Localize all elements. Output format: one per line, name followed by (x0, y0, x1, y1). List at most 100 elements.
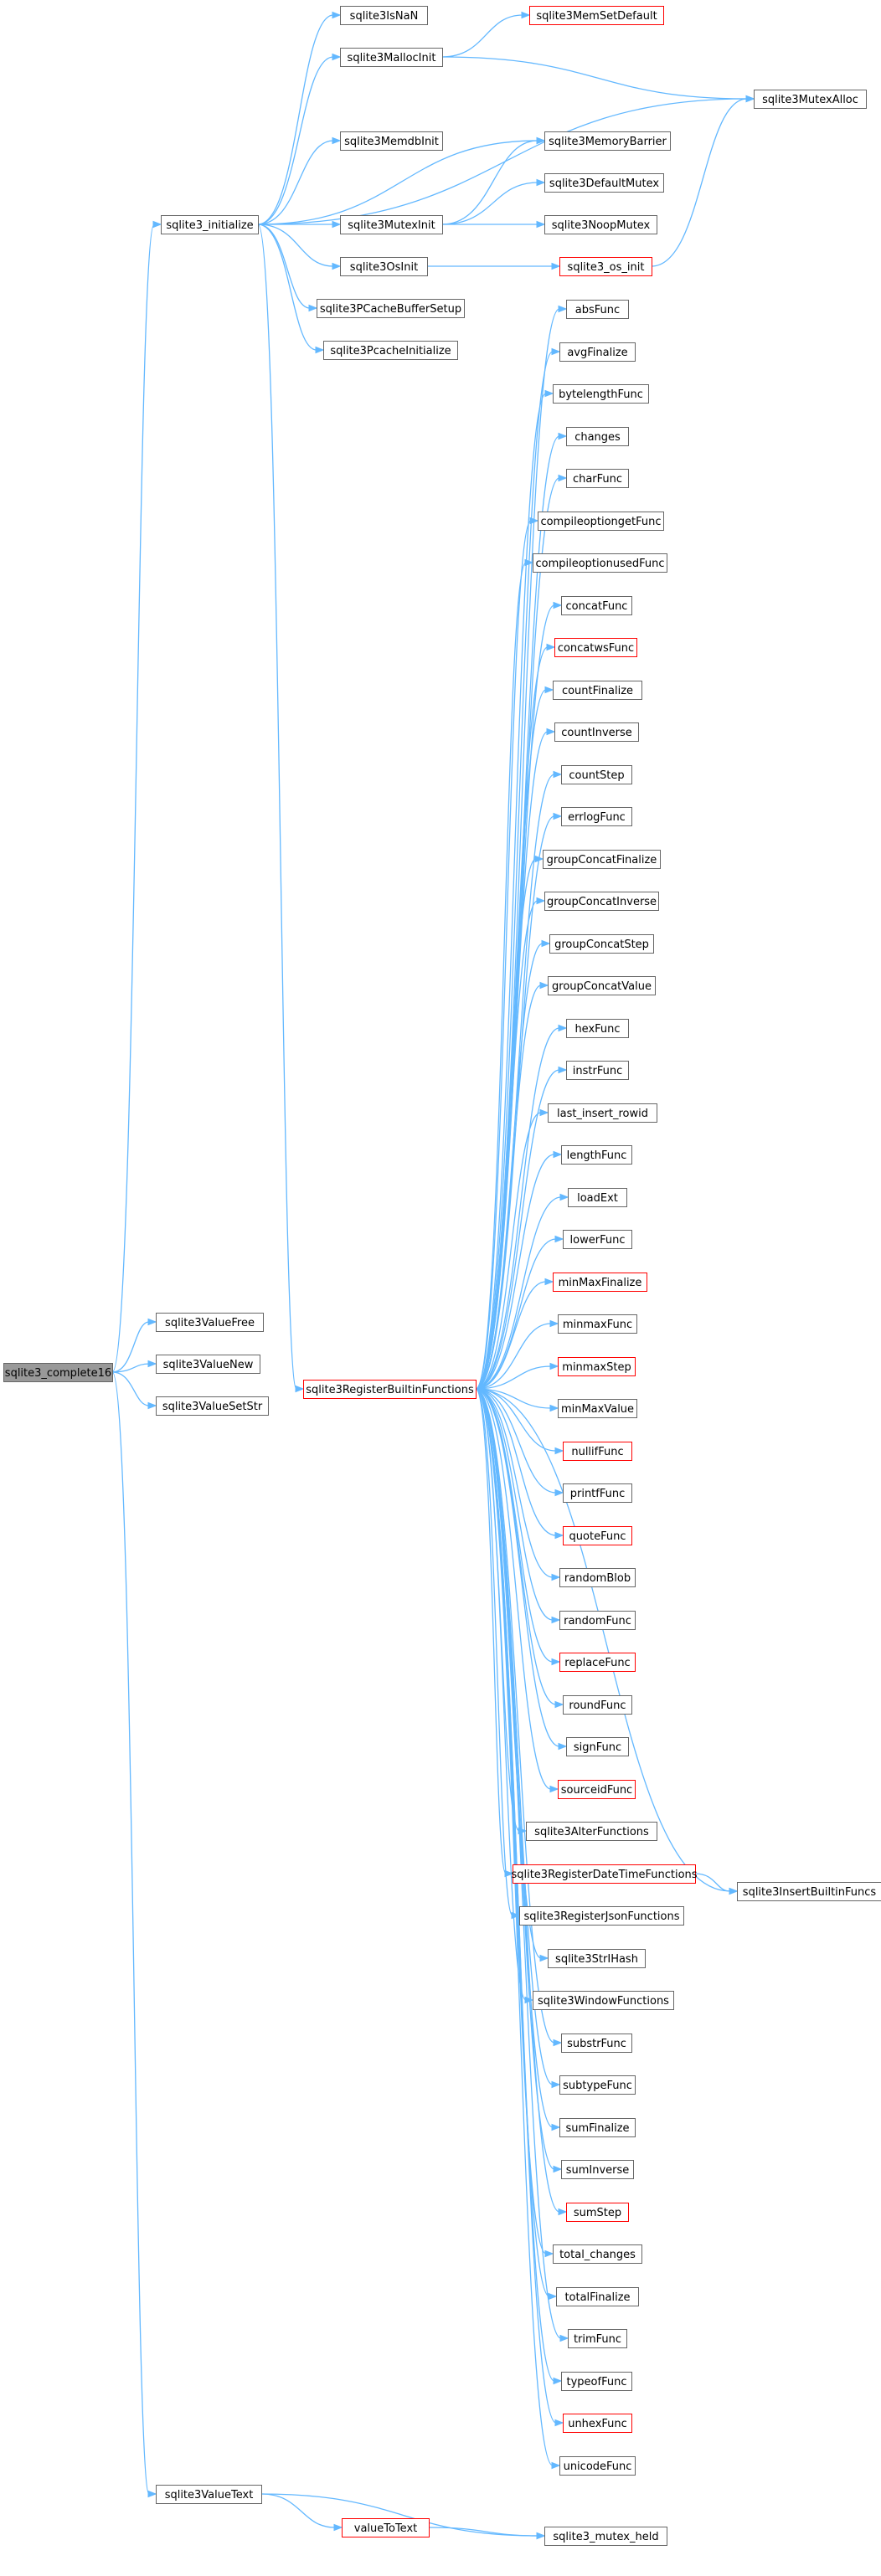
node-countInverse[interactable]: countInverse (554, 722, 639, 742)
node-sqlite3PcacheInitialize[interactable]: sqlite3PcacheInitialize (323, 341, 458, 360)
edge-sqlite3_initialize-to-sqlite3OsInit (257, 224, 334, 267)
arrowhead-sqlite3RegisterBuiltinFunctions-to-minmaxFunc (549, 1319, 559, 1328)
node-sqlite3MutexAlloc[interactable]: sqlite3MutexAlloc (754, 90, 867, 109)
node-sqlite3InsertBuiltinFuncs[interactable]: sqlite3InsertBuiltinFuncs (737, 1882, 881, 1901)
node-sqlite3DefaultMutex[interactable]: sqlite3DefaultMutex (544, 173, 664, 193)
node-sourceidFunc[interactable]: sourceidFunc (558, 1780, 636, 1799)
node-avgFinalize[interactable]: avgFinalize (559, 342, 636, 362)
node-sqlite3PCacheBufferSetup[interactable]: sqlite3PCacheBufferSetup (317, 299, 465, 318)
node-label: sqlite3StrIHash (555, 1953, 638, 1966)
node-typeofFunc[interactable]: typeofFunc (561, 2372, 632, 2391)
node-randomBlob[interactable]: randomBlob (559, 1568, 636, 1587)
node-sumInverse[interactable]: sumInverse (561, 2160, 634, 2179)
node-box (323, 341, 458, 360)
node-sqlite3MallocInit[interactable]: sqlite3MallocInit (340, 48, 443, 67)
node-sqlite3_complete16[interactable]: sqlite3_complete16 (3, 1363, 113, 1382)
node-minMaxValue[interactable]: minMaxValue (558, 1399, 637, 1418)
node-concatwsFunc[interactable]: concatwsFunc (554, 638, 637, 657)
node-unicodeFunc[interactable]: unicodeFunc (559, 2456, 636, 2476)
node-sqlite3_os_init[interactable]: sqlite3_os_init (559, 257, 652, 276)
node-sqlite3ValueNew[interactable]: sqlite3ValueNew (156, 1355, 260, 1374)
node-sqlite3RegisterJsonFunctions[interactable]: sqlite3RegisterJsonFunctions (519, 1906, 684, 1926)
node-last_insert_rowid[interactable]: last_insert_rowid (548, 1103, 657, 1123)
node-groupConcatValue[interactable]: groupConcatValue (548, 976, 656, 995)
node-label: compileoptionusedFunc (535, 558, 664, 570)
node-sqlite3ValueText[interactable]: sqlite3ValueText (156, 2485, 262, 2504)
node-sqlite3NoopMutex[interactable]: sqlite3NoopMutex (544, 215, 657, 234)
node-subtypeFunc[interactable]: subtypeFunc (559, 2075, 636, 2095)
node-sqlite3MemSetDefault[interactable]: sqlite3MemSetDefault (529, 6, 664, 25)
node-roundFunc[interactable]: roundFunc (563, 1695, 632, 1715)
node-sqlite3_mutex_held[interactable]: sqlite3_mutex_held (544, 2527, 667, 2546)
node-errlogFunc[interactable]: errlogFunc (561, 807, 632, 826)
node-lengthFunc[interactable]: lengthFunc (561, 1145, 632, 1165)
node-unhexFunc[interactable]: unhexFunc (563, 2414, 632, 2433)
node-minmaxStep[interactable]: minmaxStep (558, 1357, 636, 1376)
node-absFunc[interactable]: absFunc (566, 300, 629, 319)
node-randomFunc[interactable]: randomFunc (559, 1611, 636, 1630)
edge-sqlite3RegisterBuiltinFunctions-to-totalFinalize (475, 1388, 550, 2297)
node-lowerFunc[interactable]: lowerFunc (563, 1230, 632, 1249)
edge-sqlite3RegisterBuiltinFunctions-to-minmaxStep (475, 1365, 552, 1390)
node-concatFunc[interactable]: concatFunc (561, 596, 632, 615)
node-groupConcatStep[interactable]: groupConcatStep (549, 934, 654, 954)
node-hexFunc[interactable]: hexFunc (566, 1019, 629, 1038)
node-bytelengthFunc[interactable]: bytelengthFunc (553, 384, 649, 404)
node-sqlite3StrIHash[interactable]: sqlite3StrIHash (548, 1949, 646, 1968)
node-replaceFunc[interactable]: replaceFunc (559, 1653, 636, 1672)
node-compileoptiongetFunc[interactable]: compileoptiongetFunc (538, 512, 664, 531)
node-trimFunc[interactable]: trimFunc (568, 2329, 627, 2348)
arrowhead-sqlite3RegisterBuiltinFunctions-to-minMaxValue (549, 1404, 559, 1412)
node-label: sqlite3WindowFunctions (538, 1995, 669, 2008)
node-substrFunc[interactable]: substrFunc (561, 2034, 632, 2053)
node-groupConcatInverse[interactable]: groupConcatInverse (544, 892, 659, 911)
node-groupConcatFinalize[interactable]: groupConcatFinalize (543, 850, 661, 869)
node-quoteFunc[interactable]: quoteFunc (563, 1526, 632, 1545)
node-sqlite3WindowFunctions[interactable]: sqlite3WindowFunctions (533, 1991, 674, 2010)
node-sqlite3RegisterBuiltinFunctions[interactable]: sqlite3RegisterBuiltinFunctions (303, 1380, 477, 1399)
node-nullifFunc[interactable]: nullifFunc (563, 1442, 632, 1461)
node-countStep[interactable]: countStep (561, 765, 632, 784)
edge-sqlite3_complete16-to-sqlite3ValueSetStr (111, 1371, 150, 1406)
node-box (340, 48, 443, 67)
node-sqlite3MemoryBarrier[interactable]: sqlite3MemoryBarrier (544, 131, 671, 151)
node-sqlite3AlterFunctions[interactable]: sqlite3AlterFunctions (526, 1822, 657, 1841)
arrowhead-sqlite3RegisterBuiltinFunctions-to-charFunc (558, 474, 568, 482)
node-compileoptionusedFunc[interactable]: compileoptionusedFunc (533, 553, 667, 573)
node-minmaxFunc[interactable]: minmaxFunc (558, 1314, 637, 1334)
node-instrFunc[interactable]: instrFunc (566, 1061, 629, 1080)
node-total_changes[interactable]: total_changes (553, 2244, 642, 2264)
node-sqlite3IsNaN[interactable]: sqlite3IsNaN (340, 6, 428, 25)
node-box (754, 90, 867, 109)
node-sqlite3OsInit[interactable]: sqlite3OsInit (340, 257, 428, 276)
arrowhead-sqlite3RegisterBuiltinFunctions-to-lengthFunc (553, 1150, 563, 1159)
arrowhead-sqlite3MutexInit-to-sqlite3NoopMutex (536, 220, 546, 229)
node-changes[interactable]: changes (566, 427, 629, 446)
node-printfFunc[interactable]: printfFunc (563, 1483, 632, 1503)
edge-sqlite3RegisterBuiltinFunctions-to-sqlite3InsertBuiltinFuncs (475, 1388, 731, 1892)
node-box (543, 850, 661, 869)
node-sqlite3RegisterDateTimeFunctions[interactable]: sqlite3RegisterDateTimeFunctions (511, 1864, 698, 1884)
edge-sqlite3RegisterBuiltinFunctions-to-sqlite3RegisterDateTimeFunctions (475, 1388, 507, 1874)
node-signFunc[interactable]: signFunc (566, 1737, 629, 1756)
arrowhead-sqlite3MutexInit-to-sqlite3MemoryBarrier (536, 136, 546, 145)
node-loadExt[interactable]: loadExt (568, 1188, 627, 1207)
node-sqlite3MemdbInit[interactable]: sqlite3MemdbInit (340, 131, 443, 151)
node-sqlite3MutexInit[interactable]: sqlite3MutexInit (340, 215, 443, 234)
node-sqlite3ValueFree[interactable]: sqlite3ValueFree (156, 1313, 264, 1332)
node-valueToText[interactable]: valueToText (342, 2518, 430, 2537)
node-sumStep[interactable]: sumStep (566, 2203, 629, 2222)
node-charFunc[interactable]: charFunc (566, 469, 629, 488)
node-box (553, 1273, 647, 1292)
node-label: concatFunc (566, 600, 628, 613)
node-minMaxFinalize[interactable]: minMaxFinalize (553, 1273, 647, 1292)
node-box (156, 1313, 264, 1332)
node-sumFinalize[interactable]: sumFinalize (559, 2118, 636, 2137)
node-sqlite3_initialize[interactable]: sqlite3_initialize (161, 215, 259, 234)
node-totalFinalize[interactable]: totalFinalize (556, 2287, 639, 2306)
node-sqlite3ValueSetStr[interactable]: sqlite3ValueSetStr (156, 1396, 269, 1416)
node-box (544, 892, 659, 911)
node-box (566, 2203, 629, 2222)
node-countFinalize[interactable]: countFinalize (553, 681, 642, 700)
node-label: sqlite3MallocInit (348, 52, 436, 64)
